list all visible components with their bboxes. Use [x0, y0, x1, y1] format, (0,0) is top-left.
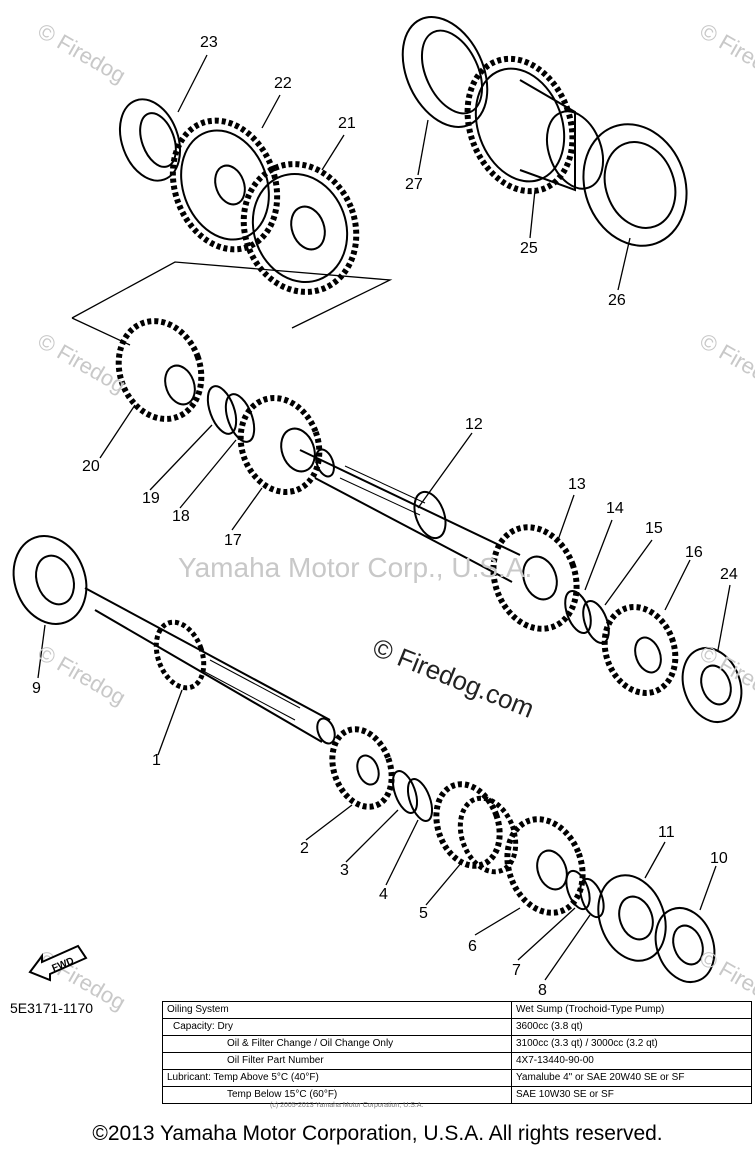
- callout-26: 26: [608, 292, 626, 309]
- callout-1: 1: [152, 752, 161, 769]
- spec-value: 3600cc (3.8 qt): [511, 1018, 752, 1036]
- bearing-27: [401, 16, 489, 128]
- axle-12: [299, 448, 521, 583]
- gear-13: [490, 524, 580, 632]
- washer-19: [206, 385, 238, 435]
- spec-value: 3100cc (3.3 qt) / 3000cc (3.2 qt): [511, 1035, 752, 1053]
- copyright-footer: ©2013 Yamaha Motor Corporation, U.S.A. A…: [92, 1122, 663, 1145]
- spec-key: Temp Below 15°C (60°F): [162, 1086, 512, 1104]
- oil-seal-10: [654, 907, 716, 983]
- spec-value: Yamalube 4" or SAE 20W40 SE or SF: [511, 1069, 752, 1087]
- callout-16: 16: [685, 544, 703, 561]
- callout-10: 10: [710, 850, 728, 867]
- oiling-spec-table: Oiling System Wet Sump (Trochoid-Type Pu…: [162, 1001, 752, 1104]
- callout-8: 8: [538, 982, 547, 999]
- gear-17: [237, 395, 323, 495]
- table-row: Capacity: Dry 3600cc (3.8 qt): [162, 1018, 752, 1036]
- callout-2: 2: [300, 840, 309, 857]
- callout-11: 11: [658, 824, 675, 841]
- callout-20: 20: [82, 458, 100, 475]
- bearing-24: [681, 647, 743, 723]
- fwd-arrow-icon: FWD: [28, 944, 88, 982]
- callout-3: 3: [340, 862, 349, 879]
- spec-key: Oil & Filter Change / Oil Change Only: [162, 1035, 512, 1053]
- bearing-23: [119, 98, 181, 182]
- spec-value: 4X7-13440-90-00: [511, 1052, 752, 1070]
- leader-lines: [37, 54, 731, 981]
- table-row: Oiling System Wet Sump (Trochoid-Type Pu…: [162, 1001, 752, 1019]
- callout-4: 4: [379, 886, 388, 903]
- spec-key: Oiling System: [162, 1001, 512, 1019]
- callout-25: 25: [520, 240, 538, 257]
- callout-24: 24: [720, 566, 738, 583]
- part-code: 5E3171-1170: [10, 1000, 94, 1016]
- spec-key: Capacity: Dry: [162, 1018, 512, 1036]
- gear-20: [115, 318, 205, 422]
- gear-5: [433, 781, 519, 875]
- callout-12: 12: [465, 416, 483, 433]
- callout-22: 22: [274, 75, 292, 92]
- callout-18: 18: [172, 508, 190, 525]
- gear-16: [601, 604, 679, 696]
- washer-3: [391, 770, 419, 814]
- gear-2: [329, 726, 395, 810]
- callout-5: 5: [419, 905, 428, 922]
- callout-23: 23: [200, 34, 218, 51]
- callout-7: 7: [512, 962, 521, 979]
- gear-21: [240, 161, 360, 295]
- table-row: Temp Below 15°C (60°F) SAE 10W30 SE or S…: [162, 1086, 752, 1104]
- gear-25: [464, 55, 605, 195]
- table-row: Lubricant: Temp Above 5°C (40°F) Yamalub…: [162, 1069, 752, 1087]
- gear-6: [504, 816, 586, 916]
- callout-6: 6: [468, 938, 477, 955]
- watermark-yamaha: Yamaha Motor Corp., U.S.A.: [178, 552, 533, 583]
- forward-direction-arrow: FWD: [28, 944, 108, 989]
- bearing-11: [597, 874, 667, 962]
- kit-bracket: [71, 261, 393, 329]
- callout-15: 15: [645, 520, 663, 537]
- spec-value: SAE 10W30 SE or SF: [511, 1086, 752, 1104]
- spec-key: Lubricant: Temp Above 5°C (40°F): [162, 1069, 512, 1087]
- washer-14: [564, 589, 592, 635]
- callout-13: 13: [568, 476, 586, 493]
- axle-1: [84, 587, 336, 745]
- callout-21: 21: [338, 115, 356, 132]
- callout-9: 9: [32, 680, 41, 697]
- spec-value: Wet Sump (Trochoid-Type Pump): [511, 1001, 752, 1019]
- callout-17: 17: [224, 532, 242, 549]
- circlip-18: [224, 393, 256, 443]
- spec-key: Oil Filter Part Number: [162, 1052, 512, 1070]
- callout-27: 27: [405, 176, 423, 193]
- callout-14: 14: [606, 500, 624, 517]
- table-row: Oil Filter Part Number 4X7-13440-90-00: [162, 1052, 752, 1070]
- washer-7: [565, 869, 591, 911]
- bearing-26: [582, 123, 688, 247]
- callout-19: 19: [142, 490, 160, 507]
- circlip-4: [406, 778, 434, 822]
- table-row: Oil & Filter Change / Oil Change Only 31…: [162, 1035, 752, 1053]
- small-copyright: (c) 2005-2013 Yamaha Motor Corporation, …: [270, 1102, 424, 1109]
- bearing-9: [12, 535, 88, 625]
